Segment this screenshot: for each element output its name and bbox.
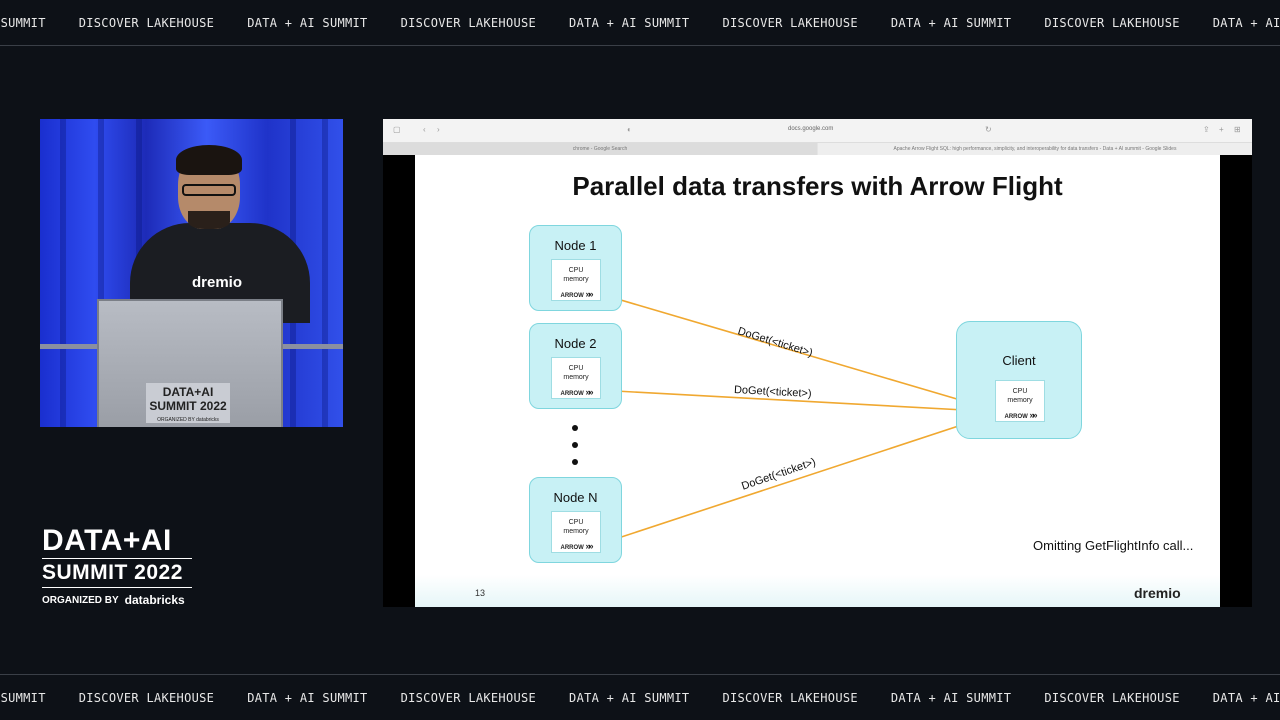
marquee-item: DATA + AI SUMMIT xyxy=(569,16,690,30)
summit-logo-line2: SUMMIT 2022 xyxy=(42,561,183,584)
marquee-track: AI SUMMIT DISCOVER LAKEHOUSE DATA + AI SUM… xyxy=(0,691,1280,705)
summit-logo-line1: DATA+AI xyxy=(42,524,172,557)
slide-number: 13 xyxy=(475,588,486,598)
node-2-box: Node 2 CPU memory ARROW »» xyxy=(529,323,622,409)
summit-logo: DATA+AI SUMMIT 2022 ORGANIZED BY databri… xyxy=(42,526,202,607)
marquee-item: DATA + AI SUMMIT xyxy=(247,16,368,30)
arrow-logo-icon: ARROW »» xyxy=(560,289,593,299)
arrow-nodeN xyxy=(595,411,1002,548)
databricks-logo: databricks xyxy=(124,593,185,607)
arrow-logo-icon: ARROW »» xyxy=(1004,410,1037,420)
speaker-video: dremio DATA+AI SUMMIT 2022 ORGANIZED BY … xyxy=(40,119,343,427)
arrow-logo-icon: ARROW »» xyxy=(560,387,593,397)
shirt-logo: dremio xyxy=(192,274,243,291)
node-label: Node 2 xyxy=(554,336,597,351)
transfer-arrows xyxy=(595,290,1002,548)
arrow-node2 xyxy=(595,384,1002,413)
screen-share: ▢ ‹ › ◐ docs.google.com ↻ ⇪ + ⊞ chrome -… xyxy=(383,119,1252,607)
top-marquee-band: AI SUMMIT DISCOVER LAKEHOUSE DATA + AI SUM… xyxy=(0,0,1280,46)
cpu-memory-box: CPU memory ARROW »» xyxy=(551,511,601,553)
organized-by-label: ORGANIZED BY xyxy=(42,594,119,606)
cpu-memory-box: CPU memory ARROW »» xyxy=(551,259,601,301)
omit-note: Omitting GetFlightInfo call... xyxy=(1033,538,1194,553)
marquee-item: DISCOVER LAKEHOUSE xyxy=(722,16,858,30)
marquee-item: DISCOVER LAKEHOUSE xyxy=(1044,16,1180,30)
marquee-item: AI SUMMIT xyxy=(0,16,46,30)
node-n-box: Node N CPU memory ARROW »» xyxy=(529,477,622,563)
shield-icon[interactable]: ◐ xyxy=(627,125,632,134)
sidebar-icon[interactable]: ▢ xyxy=(393,125,401,134)
new-tab-icon[interactable]: + xyxy=(1219,125,1224,134)
bottom-marquee-band: AI SUMMIT DISCOVER LAKEHOUSE DATA + AI SUM… xyxy=(0,674,1280,720)
browser-tab-active[interactable]: Apache Arrow Flight SQL: high performanc… xyxy=(818,143,1252,155)
ellipsis-dot xyxy=(572,459,578,465)
ellipsis-dot xyxy=(572,425,578,431)
arrow-node1 xyxy=(595,290,1002,413)
marquee-item: AI SUMMIT xyxy=(0,691,46,705)
marquee-item: DISCOVER LAKEHOUSE xyxy=(1044,691,1180,705)
client-box: Client CPU memory ARROW »» xyxy=(956,321,1082,439)
browser-tab-bar: chrome - Google Search Apache Arrow Flig… xyxy=(383,143,1252,155)
marquee-item: DATA + AI SUMMIT xyxy=(890,16,1012,30)
cpu-memory-box: CPU memory ARROW »» xyxy=(995,380,1045,422)
marquee-item: DATA + AI SUMMIT xyxy=(247,691,368,705)
marquee-item: DATA + AI SUMMIT xyxy=(890,691,1012,705)
cpu-memory-box: CPU memory ARROW »» xyxy=(551,357,601,399)
node-label: Node N xyxy=(553,490,598,505)
node-label: Node 1 xyxy=(554,238,597,253)
tab-overview-icon[interactable]: ⊞ xyxy=(1234,125,1241,134)
marquee-item: DISCOVER LAKEHOUSE xyxy=(400,16,537,30)
marquee-item: DATA + AI SUMMIT xyxy=(569,691,690,705)
dremio-logo: dremio xyxy=(1134,585,1181,601)
marquee-item: DATA + AI SUMMIT xyxy=(1212,16,1280,30)
marquee-item: DISCOVER LAKEHOUSE xyxy=(78,16,215,30)
back-icon[interactable]: ‹ xyxy=(423,125,426,134)
reload-icon[interactable]: ↻ xyxy=(985,125,992,134)
marquee-track: AI SUMMIT DISCOVER LAKEHOUSE DATA + AI SUM… xyxy=(0,16,1280,30)
podium-logo: DATA+AI SUMMIT 2022 ORGANIZED BY databri… xyxy=(146,383,230,423)
marquee-item: DISCOVER LAKEHOUSE xyxy=(400,691,537,705)
marquee-item: DISCOVER LAKEHOUSE xyxy=(78,691,215,705)
address-bar[interactable]: docs.google.com xyxy=(788,126,834,132)
share-icon[interactable]: ⇪ xyxy=(1203,125,1210,134)
arrow-logo-icon: ARROW »» xyxy=(560,541,593,551)
node-1-box: Node 1 CPU memory ARROW »» xyxy=(529,225,622,311)
forward-icon[interactable]: › xyxy=(437,125,440,134)
client-label: Client xyxy=(1002,353,1036,368)
browser-tab[interactable]: chrome - Google Search xyxy=(383,143,817,155)
slide-title: Parallel data transfers with Arrow Fligh… xyxy=(572,171,1063,201)
marquee-item: DATA + AI SUMMIT xyxy=(1212,691,1280,705)
browser-toolbar: ▢ ‹ › ◐ docs.google.com ↻ ⇪ + ⊞ xyxy=(383,119,1252,143)
slide: Parallel data transfers with Arrow Fligh… xyxy=(415,155,1220,607)
marquee-item: DISCOVER LAKEHOUSE xyxy=(722,691,858,705)
ellipsis-dot xyxy=(572,442,578,448)
